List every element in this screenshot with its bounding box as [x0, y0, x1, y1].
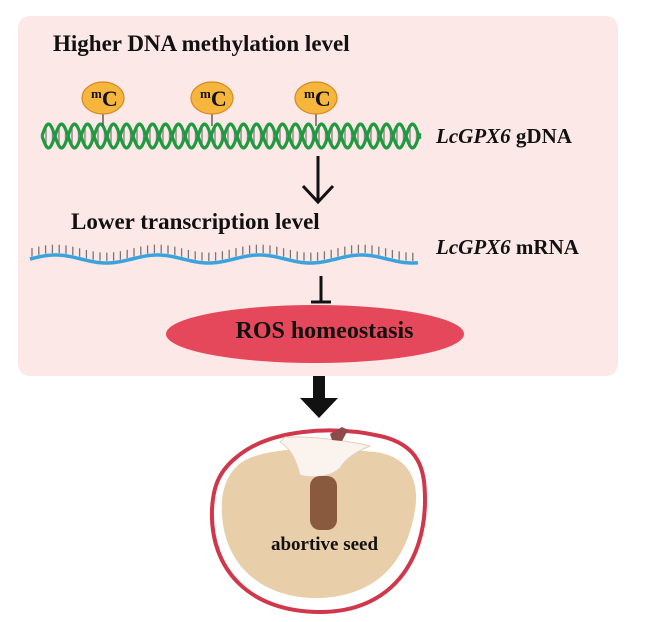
base-c: C	[211, 86, 227, 111]
mrna-suffix: mRNA	[510, 235, 579, 259]
down-arrow	[301, 156, 335, 205]
mrna-backbone	[29, 253, 419, 265]
abortive-seed-illustration	[209, 427, 428, 615]
methyl-marker: mC	[294, 81, 338, 126]
methyl-marker: mC	[81, 81, 125, 126]
methyl-label: mC	[304, 86, 331, 111]
gene-name: LcGPX6	[436, 235, 511, 259]
methyl-cytosine-icon	[190, 81, 234, 115]
abortive-seed-label: abortive seed	[270, 534, 379, 555]
methyl-marker: mC	[190, 81, 234, 126]
gene-name: LcGPX6	[436, 124, 511, 148]
dna-double-helix	[40, 122, 422, 150]
dna-strand-2	[40, 122, 422, 150]
base-c: C	[102, 86, 118, 111]
methyl-cytosine-icon	[294, 81, 338, 115]
dna-strand-1	[40, 122, 422, 150]
hilum-mark	[330, 427, 348, 441]
ros-homeostasis-label: ROS homeostasis	[235, 318, 414, 344]
heading-lower-transcription: Lower transcription level	[71, 209, 320, 234]
base-c: C	[315, 86, 331, 111]
superscript-m: m	[200, 86, 211, 101]
ros-homeostasis-node	[166, 305, 464, 363]
mrna-label: LcGPX6 mRNA	[436, 235, 579, 260]
superscript-m: m	[304, 86, 315, 101]
bold-down-arrow	[300, 376, 338, 418]
heading-higher-dna-methylation: Higher DNA methylation level	[53, 31, 350, 56]
mrna-strand	[29, 244, 419, 265]
methyl-label: mC	[91, 86, 118, 111]
superscript-m: m	[91, 86, 102, 101]
seed-coat-outline	[209, 428, 428, 615]
methyl-label: mC	[200, 86, 227, 111]
methyl-cytosine-icon	[81, 81, 125, 115]
gdna-label: LcGPX6 gDNA	[436, 124, 572, 149]
inhibition-icon	[311, 276, 331, 304]
embryo	[310, 476, 337, 530]
gdna-suffix: gDNA	[510, 124, 572, 148]
